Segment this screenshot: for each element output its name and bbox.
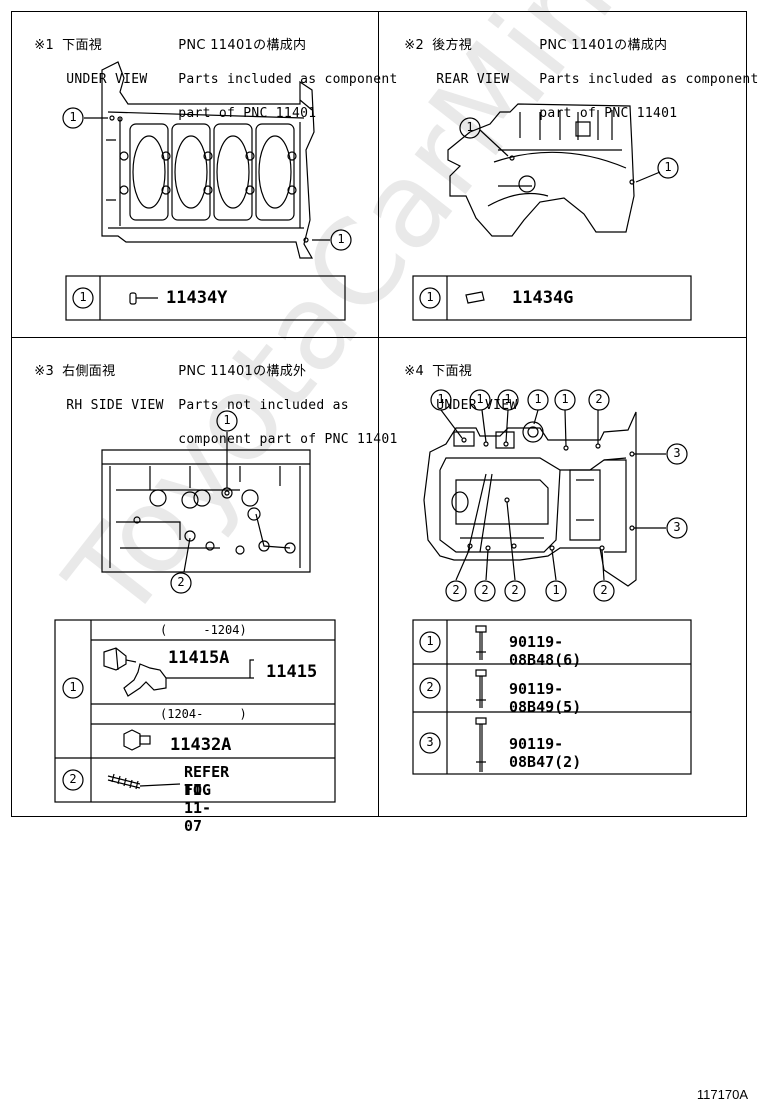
panel4-mark: ※4 <box>404 364 425 379</box>
panel1-note-line2: Parts included as component <box>178 72 398 87</box>
panel1-callout-1a: 1 <box>69 110 77 124</box>
panel4-callout-top-1c: 1 <box>504 392 512 406</box>
panel3-part-11432a: 11432A <box>170 735 232 755</box>
panel2-note: PNC 11401の構成内 Parts included as componen… <box>523 20 759 122</box>
panel4-callout-top-1b: 1 <box>476 392 484 406</box>
panel4-row-num-2: 2 <box>426 680 434 694</box>
panel4-callout-top-1e: 1 <box>561 392 569 406</box>
panel3-callout-2: 2 <box>177 575 185 589</box>
panel3-part-group-11415: 11415 <box>266 662 318 682</box>
panel3-block-drawing <box>101 432 311 573</box>
panel1-row-num: 1 <box>79 290 87 304</box>
panel4-row-num-1: 1 <box>426 634 434 648</box>
panel3-mark: ※3 <box>34 364 55 379</box>
panel4-pan-drawing <box>423 409 666 587</box>
panel4-part-number-2: 90119-08B49(5) <box>509 680 582 716</box>
panel2-callout-1b: 1 <box>664 160 672 174</box>
panel4-parts-table <box>412 619 692 775</box>
panel4-callout-bottom-2d: 2 <box>600 583 608 597</box>
figure-number: 117170A <box>696 1087 748 1102</box>
panel1-callouts <box>62 107 352 251</box>
panel2-block-drawing <box>447 103 661 237</box>
panel4-part-number-3: 90119-08B47(2) <box>509 735 582 771</box>
panel3-range-before: ( -1204) <box>160 623 247 637</box>
panel1-part-number: 11434Y <box>166 288 228 308</box>
panel4-title-jp: 下面視 <box>432 364 473 379</box>
panel3-parts-table <box>54 619 336 803</box>
panel3-row-num-2: 2 <box>69 772 77 786</box>
panel2-header: ※2 後方視 REAR VIEW <box>388 20 509 88</box>
panel2-mark: ※2 <box>404 38 425 53</box>
panel3-refer-line1: REFER TO <box>184 763 230 799</box>
panel2-note-line3: part of PNC 11401 <box>539 106 678 121</box>
panel3-range-after: (1204- ) <box>160 707 247 721</box>
panel3-note-line1: PNC 11401の構成外 <box>178 364 307 379</box>
panel3-title-en: RH SIDE VIEW <box>66 398 164 413</box>
panel1-header: ※1 下面視 UNDER VIEW <box>18 20 148 88</box>
panel1-parts-table <box>65 275 346 321</box>
panel2-row-num: 1 <box>426 290 434 304</box>
panel3-header: ※3 右側面視 RH SIDE VIEW <box>18 346 164 414</box>
panel4-callout-side-3a: 3 <box>673 446 681 460</box>
panel3-note-line3: component part of PNC 11401 <box>178 432 398 447</box>
panel1-title-jp: 下面視 <box>62 38 103 53</box>
panel1-note-line1: PNC 11401の構成内 <box>178 38 307 53</box>
panel4-row-num-3: 3 <box>426 735 434 749</box>
panel4-callout-top-1d: 1 <box>534 392 542 406</box>
panel2-callouts <box>459 117 679 179</box>
panel4-callout-bottom-2c: 2 <box>511 583 519 597</box>
panel4-callout-side-3b: 3 <box>673 520 681 534</box>
panel2-part-number: 11434G <box>512 288 574 308</box>
panel3-note-line2: Parts not included as <box>178 398 349 413</box>
panel3-callouts <box>170 410 238 594</box>
panel-divider-horizontal <box>11 337 747 338</box>
panel2-note-line1: PNC 11401の構成内 <box>539 38 668 53</box>
panel1-mark: ※1 <box>34 38 55 53</box>
panel2-parts-table <box>412 275 692 321</box>
panel4-part-number-1: 90119-08B48(6) <box>509 633 582 669</box>
panel2-note-line2: Parts included as component <box>539 72 759 87</box>
panel-divider-vertical <box>378 11 379 817</box>
panel1-callout-1b: 1 <box>337 232 345 246</box>
panel3-callout-1: 1 <box>223 413 231 427</box>
panel3-title-jp: 右側面視 <box>62 364 116 379</box>
panel4-callouts <box>430 389 688 602</box>
panel3-note: PNC 11401の構成外 Parts not included as comp… <box>162 346 398 448</box>
panel3-refer-line2: FIG 11-07 <box>184 781 212 835</box>
panel1-note: PNC 11401の構成内 Parts included as componen… <box>162 20 398 122</box>
panel4-callout-top-2: 2 <box>595 392 603 406</box>
panel4-callout-top-1a: 1 <box>437 392 445 406</box>
panel2-title-en: REAR VIEW <box>436 72 510 87</box>
panel1-block-drawing <box>84 61 330 259</box>
panel3-row-num-1: 1 <box>69 680 77 694</box>
panel4-callout-bottom-1: 1 <box>552 583 560 597</box>
panel4-header: ※4 下面視 UNDER VIEW <box>388 346 518 414</box>
panel2-callout-1a: 1 <box>466 120 474 134</box>
panel2-title-jp: 後方視 <box>432 38 473 53</box>
panel4-title-en: UNDER VIEW <box>436 398 518 413</box>
diagram-frame <box>11 11 747 817</box>
panel3-part-11415a: 11415A <box>168 648 230 668</box>
panel4-callout-bottom-2b: 2 <box>481 583 489 597</box>
panel4-callout-bottom-2a: 2 <box>452 583 460 597</box>
